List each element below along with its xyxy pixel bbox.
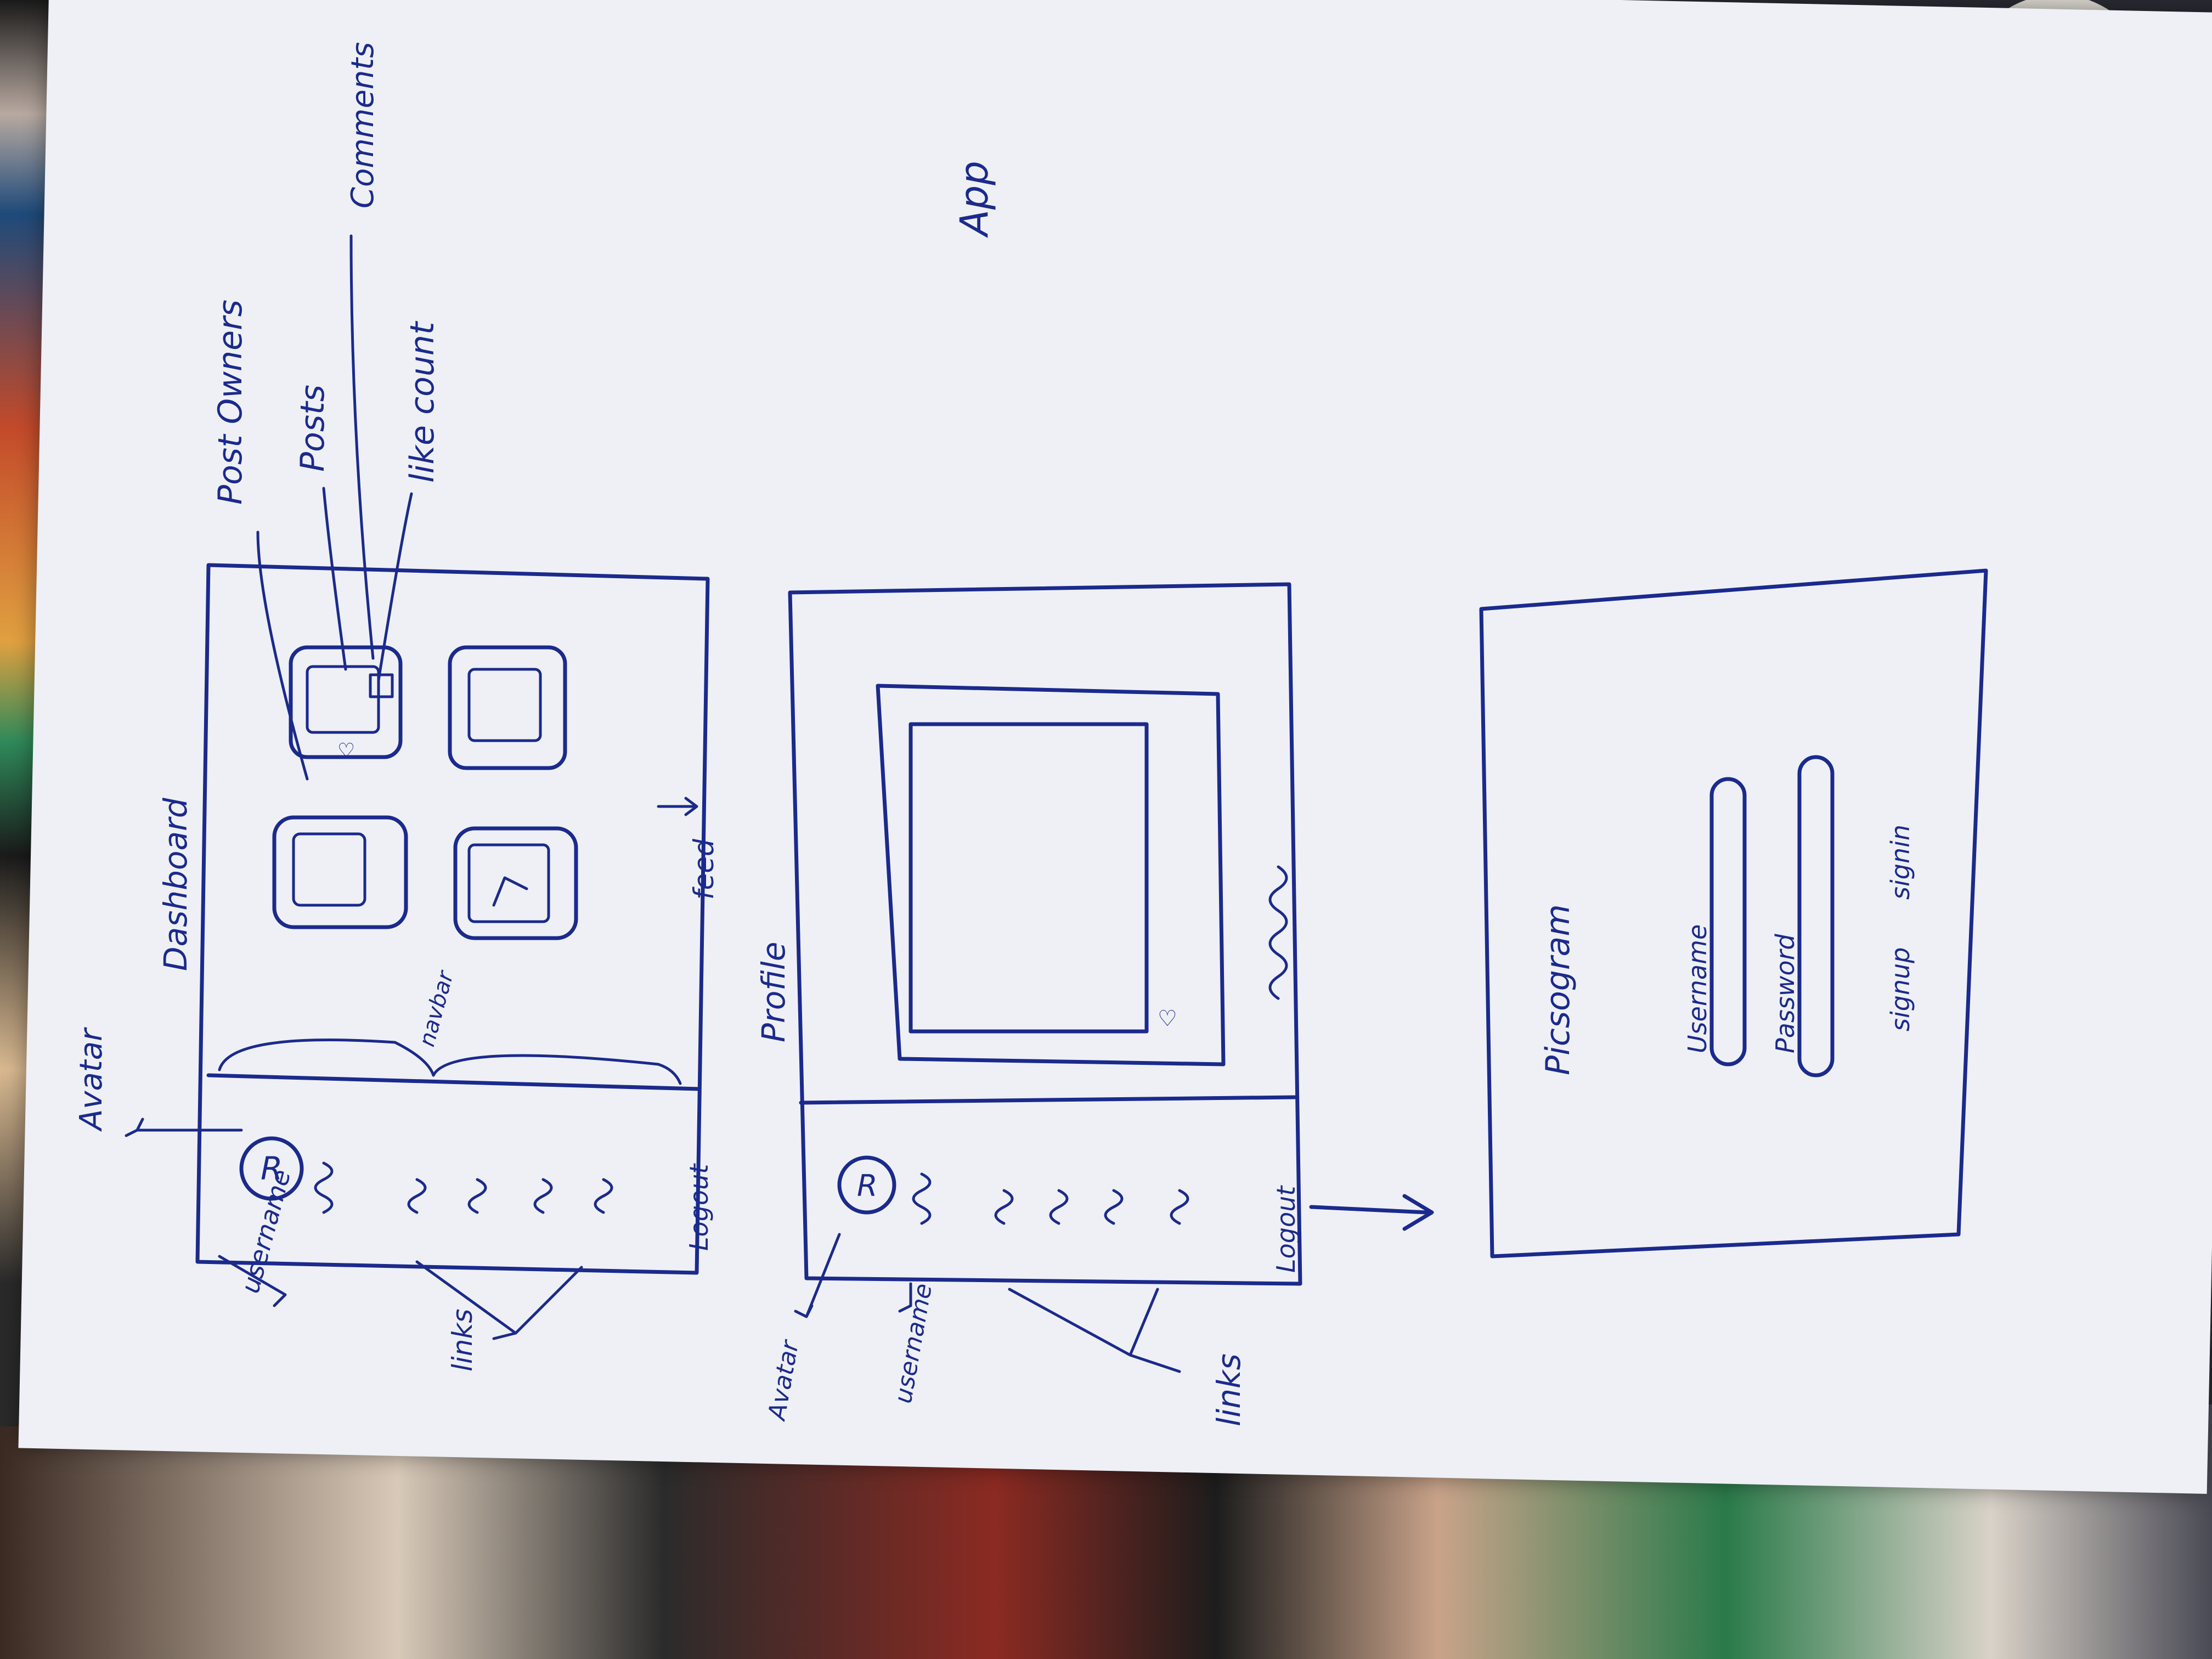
username-squiggle	[314, 1161, 334, 1214]
annotations: App Comments Post Owners Posts like coun…	[74, 42, 1248, 1426]
profile-username-squiggle	[912, 1172, 932, 1225]
post-card-1	[272, 815, 408, 929]
posts-pointer	[322, 487, 347, 671]
login-wireframe: Picsogram Username Password signup signi…	[1479, 568, 1988, 1259]
profile-link-squiggle-1	[994, 1189, 1014, 1225]
annotation-username-bottom: username	[889, 1282, 938, 1406]
logout-to-login-arrow	[1309, 1194, 1434, 1231]
post-card-4	[448, 645, 567, 770]
post-card-2-scribble	[492, 876, 528, 907]
profile-links-arrow	[1008, 1288, 1181, 1373]
annotation-links-bottom: links	[1210, 1353, 1248, 1426]
profile-link-squiggle-4	[1170, 1189, 1189, 1225]
annotation-post-owners: Post Owners	[211, 300, 250, 505]
navbar-label: navbar	[414, 967, 459, 1049]
profile-navbar-divider	[799, 1095, 1297, 1105]
annotation-links-top: links	[447, 1309, 478, 1372]
avatar-arrow	[125, 1118, 243, 1137]
link-squiggle-3	[533, 1178, 553, 1214]
login-username-label: Username	[1683, 924, 1712, 1053]
dashboard-wireframe: ♡ R Dashboard navbar feed Log	[125, 234, 720, 1340]
login-signin-link: signin	[1886, 825, 1915, 900]
link-squiggle-1	[407, 1178, 427, 1214]
dashboard-navbar-divider	[206, 1073, 702, 1091]
post-card-3-like-icon: ♡	[337, 740, 355, 762]
profile-post-caption	[1268, 865, 1288, 1000]
annotation-username-top: username	[235, 1166, 296, 1296]
navbar-brace-right	[432, 1054, 682, 1085]
annotation-avatar-top: Avatar	[74, 1027, 109, 1132]
links-arrow	[415, 1260, 583, 1340]
profile-post-image	[909, 722, 1149, 1034]
password-input-sketch	[1797, 755, 1835, 1077]
login-frame	[1479, 568, 1988, 1259]
post-card-4-image	[467, 668, 542, 742]
profile-title: Profile	[755, 941, 792, 1042]
dashboard-avatar	[239, 1136, 304, 1201]
profile-frame	[788, 582, 1302, 1286]
login-signup-link: signup	[1886, 947, 1915, 1031]
post-card-2	[453, 826, 578, 940]
profile-link-squiggle-2	[1049, 1189, 1069, 1225]
post-card-2-image	[467, 843, 550, 923]
link-squiggle-2	[467, 1178, 487, 1214]
annotation-posts: Posts	[294, 385, 332, 472]
annotation-avatar-bottom: Avatar	[763, 1337, 805, 1424]
profile-link-squiggle-3	[1104, 1189, 1124, 1225]
navbar-brace-left	[218, 1039, 435, 1077]
post-card-3	[289, 645, 403, 759]
feed-label: feed	[688, 839, 720, 900]
dashboard-logout: Logout	[684, 1163, 714, 1251]
profile-avatar-letter: R	[857, 1169, 878, 1203]
post-card-1-image	[292, 832, 366, 907]
dashboard-frame	[195, 563, 710, 1275]
post-owners-pointer	[256, 531, 309, 781]
dashboard-avatar-letter: R	[261, 1150, 283, 1187]
profile-logout: Logout	[1271, 1185, 1301, 1273]
annotation-app: App	[952, 161, 997, 238]
profile-post-card	[876, 684, 1226, 1066]
link-squiggle-4	[594, 1178, 613, 1214]
login-password-label: Password	[1770, 933, 1800, 1053]
annotation-like-count: like count	[403, 320, 442, 483]
like-count-pointer	[377, 492, 413, 682]
profile-like-icon: ♡	[1158, 1006, 1177, 1031]
post-card-3-image	[306, 665, 380, 734]
login-app-name: Picsogram	[1539, 904, 1577, 1075]
profile-username-arrow	[898, 1282, 912, 1313]
annotation-comments: Comments	[345, 42, 381, 208]
comments-pointer	[349, 234, 375, 660]
username-arrow	[218, 1255, 287, 1307]
profile-avatar-arrow	[794, 1233, 841, 1318]
like-count-box	[369, 673, 394, 698]
profile-wireframe: ♡ R Profile Logout	[755, 582, 1434, 1373]
username-input-sketch	[1709, 777, 1747, 1066]
feed-arrow	[657, 797, 698, 816]
dashboard-title: Dashboard	[157, 797, 194, 971]
profile-avatar	[837, 1155, 896, 1215]
